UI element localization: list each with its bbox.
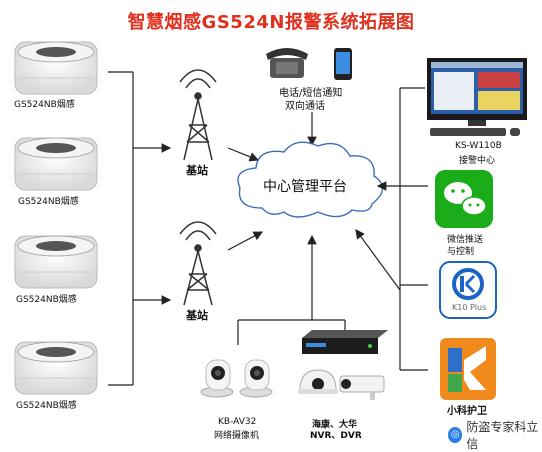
- wechat-label-line2: 与控制: [447, 247, 475, 257]
- mobile-phone-icon: [334, 48, 352, 80]
- smoke-detector-2: [14, 137, 98, 191]
- k10-plus-app-icon: [439, 261, 497, 319]
- smoke-detector-1: [14, 41, 98, 95]
- cloud-icon: [237, 141, 384, 218]
- arrow-tower1-center: [227, 147, 260, 162]
- detector-4-label: GS524NB烟感: [16, 401, 77, 411]
- arrow-tower2-center: [227, 231, 264, 251]
- network-camera-2: [239, 359, 273, 398]
- watermark-text: 防盗专家科立信: [466, 420, 539, 451]
- xiaoke-guard-app-icon: [440, 338, 496, 400]
- base-station-1-label: 基站: [186, 164, 208, 177]
- diagram-title: 智慧烟感GS524N报警系统拓展图: [127, 12, 415, 33]
- phone-notice-line2: 双向通话: [285, 101, 325, 112]
- wechat-channel-icon: ◎: [448, 427, 463, 443]
- right-connection-lines: [355, 87, 428, 371]
- watermark: ◎ 防盗专家科立信: [448, 418, 542, 452]
- wechat-label-line1: 微信推送: [447, 235, 484, 245]
- center-platform-label: 中心管理平台: [263, 179, 347, 195]
- base-station-tower-1: [179, 69, 217, 161]
- xiaoke-label: 小科护卫: [447, 406, 487, 417]
- nvr-label-line1: 海康、大华: [312, 420, 358, 430]
- network-camera-1: [200, 359, 234, 398]
- alarm-center-name: 接警中心: [459, 156, 496, 166]
- desk-phone-icon: [266, 48, 308, 78]
- base-station-tower-2: [179, 221, 217, 306]
- dome-camera: [298, 369, 338, 394]
- alarm-center-model: KS-W110B: [455, 141, 502, 151]
- nvr-label-line2: NVR、DVR: [310, 431, 362, 441]
- bullet-camera: [339, 375, 385, 400]
- nvr-recorder: [302, 330, 388, 354]
- smoke-detector-4: [14, 341, 98, 395]
- detector-2-label: GS524NB烟感: [18, 197, 79, 207]
- wechat-app-icon: [435, 170, 493, 228]
- smoke-detector-3: [14, 235, 98, 289]
- phone-notice-line1: 电话/短信通知: [279, 88, 343, 99]
- detector-3-label: GS524NB烟感: [16, 295, 77, 305]
- camera-nvr-connection-lines: [237, 234, 346, 345]
- base-station-2-label: 基站: [186, 309, 208, 322]
- camera-name-label: 网络摄像机: [214, 431, 260, 441]
- camera-model-label: KB-AV32: [218, 417, 257, 427]
- k10-plus-label: K10 Plus: [452, 303, 487, 312]
- detector-connection-lines: [108, 71, 172, 386]
- alarm-center-monitor: [427, 58, 527, 136]
- detector-1-label: GS524NB烟感: [14, 100, 75, 110]
